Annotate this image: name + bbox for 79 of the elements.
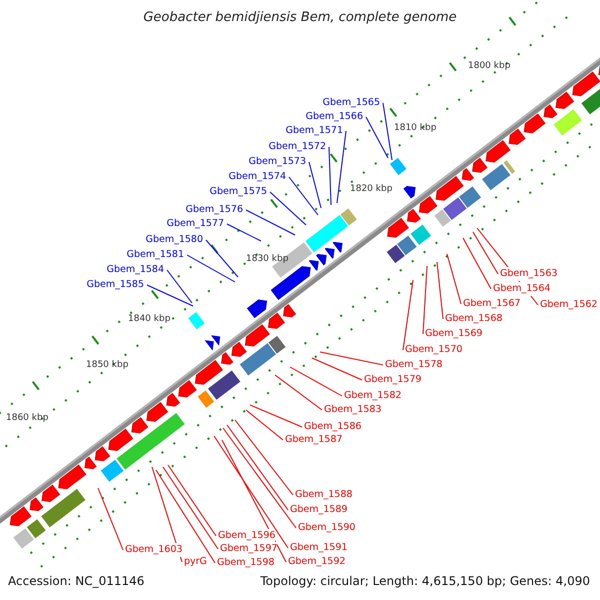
gene-label: Gbem_1567 xyxy=(463,297,520,311)
leader-line xyxy=(290,366,342,396)
gene-label: Gbem_1580 xyxy=(146,233,203,247)
leader-line xyxy=(226,424,288,510)
leader-line xyxy=(336,130,346,204)
leader-line xyxy=(312,358,362,380)
gene-label: Gbem_1589 xyxy=(290,503,348,517)
gene-label: Gbem_1588 xyxy=(295,488,352,502)
leader-line xyxy=(422,266,428,334)
scale-label: 1810 kbp xyxy=(394,122,436,135)
gene-label: Gbem_1597 xyxy=(220,542,278,556)
leader-line xyxy=(98,488,124,550)
title: Geobacter bemidjiensis Bem, complete genome xyxy=(142,11,458,25)
gene-label: Gbem_1564 xyxy=(493,282,550,296)
gene-label: Gbem_1575 xyxy=(210,185,267,199)
scale-label: 1830 kbp xyxy=(246,253,288,266)
gene-label: Gbem_1572 xyxy=(268,140,326,154)
leader-line xyxy=(222,440,286,562)
gene-label: Gbem_1603 xyxy=(125,543,182,557)
gene-label: Gbem_1579 xyxy=(364,373,422,387)
gene-label: Gbem_1576 xyxy=(186,203,243,217)
scale-label: 1850 kbp xyxy=(86,359,128,372)
gene-label: Gbem_1583 xyxy=(324,403,382,417)
scale-label: 1840 kbp xyxy=(128,313,170,326)
leader-line xyxy=(446,254,462,304)
gene-label: Gbem_1573 xyxy=(248,155,306,169)
gene-label: Gbem_1570 xyxy=(405,343,462,357)
leader-line xyxy=(246,410,284,440)
gene-label: Gbem_1562 xyxy=(540,298,598,312)
gene-label: Gbem_1568 xyxy=(445,312,502,326)
leader-line xyxy=(288,176,318,216)
leader-line xyxy=(250,404,302,428)
leader-line xyxy=(472,232,498,274)
leader-line xyxy=(308,162,322,208)
leader-line xyxy=(320,352,384,366)
leader-line xyxy=(382,102,392,160)
gene-label: Gbem_1596 xyxy=(218,529,276,543)
gene-label: Gbem_1563 xyxy=(500,267,558,281)
leader-line xyxy=(366,116,388,158)
leader-line xyxy=(226,224,262,242)
leader-line xyxy=(214,436,288,548)
gene-label: Gbem_1590 xyxy=(298,521,356,535)
leader-line xyxy=(436,262,444,320)
gene-label: Gbem_1565 xyxy=(322,96,380,110)
gene-label: Gbem_1571 xyxy=(286,124,343,138)
leader-line xyxy=(162,466,218,550)
scale-label: 1820 kbp xyxy=(350,183,392,196)
leader-line xyxy=(402,280,414,350)
leader-line xyxy=(166,270,192,304)
gene-label: Gbem_1586 xyxy=(304,420,362,434)
gene-label: Gbem_1598 xyxy=(217,556,274,570)
leader-line xyxy=(206,240,238,278)
gene-label: pyrG xyxy=(184,555,207,569)
leader-line xyxy=(234,420,294,496)
genome-info-text: Topology: circular; Length: 4,615,150 bp; Genes: 4,090 xyxy=(260,574,590,588)
leader-line xyxy=(186,254,236,282)
gene-label: Gbem_1578 xyxy=(385,358,442,372)
gene-label: Gbem_1584 xyxy=(106,263,164,277)
leader-line xyxy=(274,374,322,410)
leader-line xyxy=(328,146,332,206)
gene-label: Gbem_1581 xyxy=(126,248,184,262)
scale-label: 1800 kbp xyxy=(468,60,510,73)
leader-line xyxy=(462,238,492,290)
gene-label: Gbem_1592 xyxy=(288,555,346,569)
gene-label: Gbem_1577 xyxy=(166,217,224,231)
leader-line xyxy=(246,210,296,236)
gene-label: Gbem_1574 xyxy=(228,170,286,184)
gene-label: Gbem_1566 xyxy=(306,110,363,124)
leader-line xyxy=(146,284,194,306)
scale-label: 1860 kbp xyxy=(6,412,48,425)
leader-line xyxy=(168,464,216,536)
gene-label: Gbem_1582 xyxy=(344,389,402,403)
gene-label: Gbem_1591 xyxy=(290,541,348,555)
gene-label: Gbem_1569 xyxy=(425,327,482,341)
accession-text: Accession: NC_011146 xyxy=(8,574,144,588)
gene-label: Gbem_1585 xyxy=(86,278,144,292)
leader-line xyxy=(156,470,216,564)
gene-label: Gbem_1587 xyxy=(285,433,342,447)
leader-line xyxy=(222,428,296,528)
